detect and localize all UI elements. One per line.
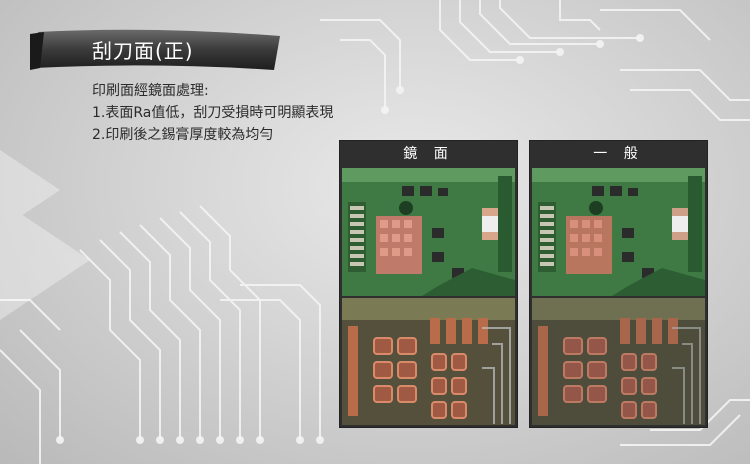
- banner-title: 刮刀面(正): [92, 39, 194, 63]
- mirror-surface-label: 鏡 面: [403, 146, 454, 162]
- normal-surface-label: 一 般: [593, 146, 644, 162]
- mirror-surface-panel: 鏡 面: [339, 140, 518, 428]
- description-block: 印刷面經鏡面處理: 1.表面Ra值低，刮刀受損時可明顯表現 2.印刷後之錫膏厚度…: [92, 80, 333, 146]
- mirror-pcb-closeup-image: [342, 298, 515, 425]
- normal-pcb-overview-image: [532, 168, 705, 296]
- normal-pcb-closeup-image: [532, 298, 705, 425]
- title-banner: [30, 29, 280, 70]
- description-point-2: 2.印刷後之錫膏厚度較為均勻: [92, 127, 274, 143]
- mirror-pcb-overview-image: [342, 168, 515, 296]
- description-heading: 印刷面經鏡面處理:: [92, 83, 209, 99]
- description-point-1: 1.表面Ra值低，刮刀受損時可明顯表現: [92, 105, 334, 121]
- normal-surface-panel: 一 般: [529, 140, 708, 428]
